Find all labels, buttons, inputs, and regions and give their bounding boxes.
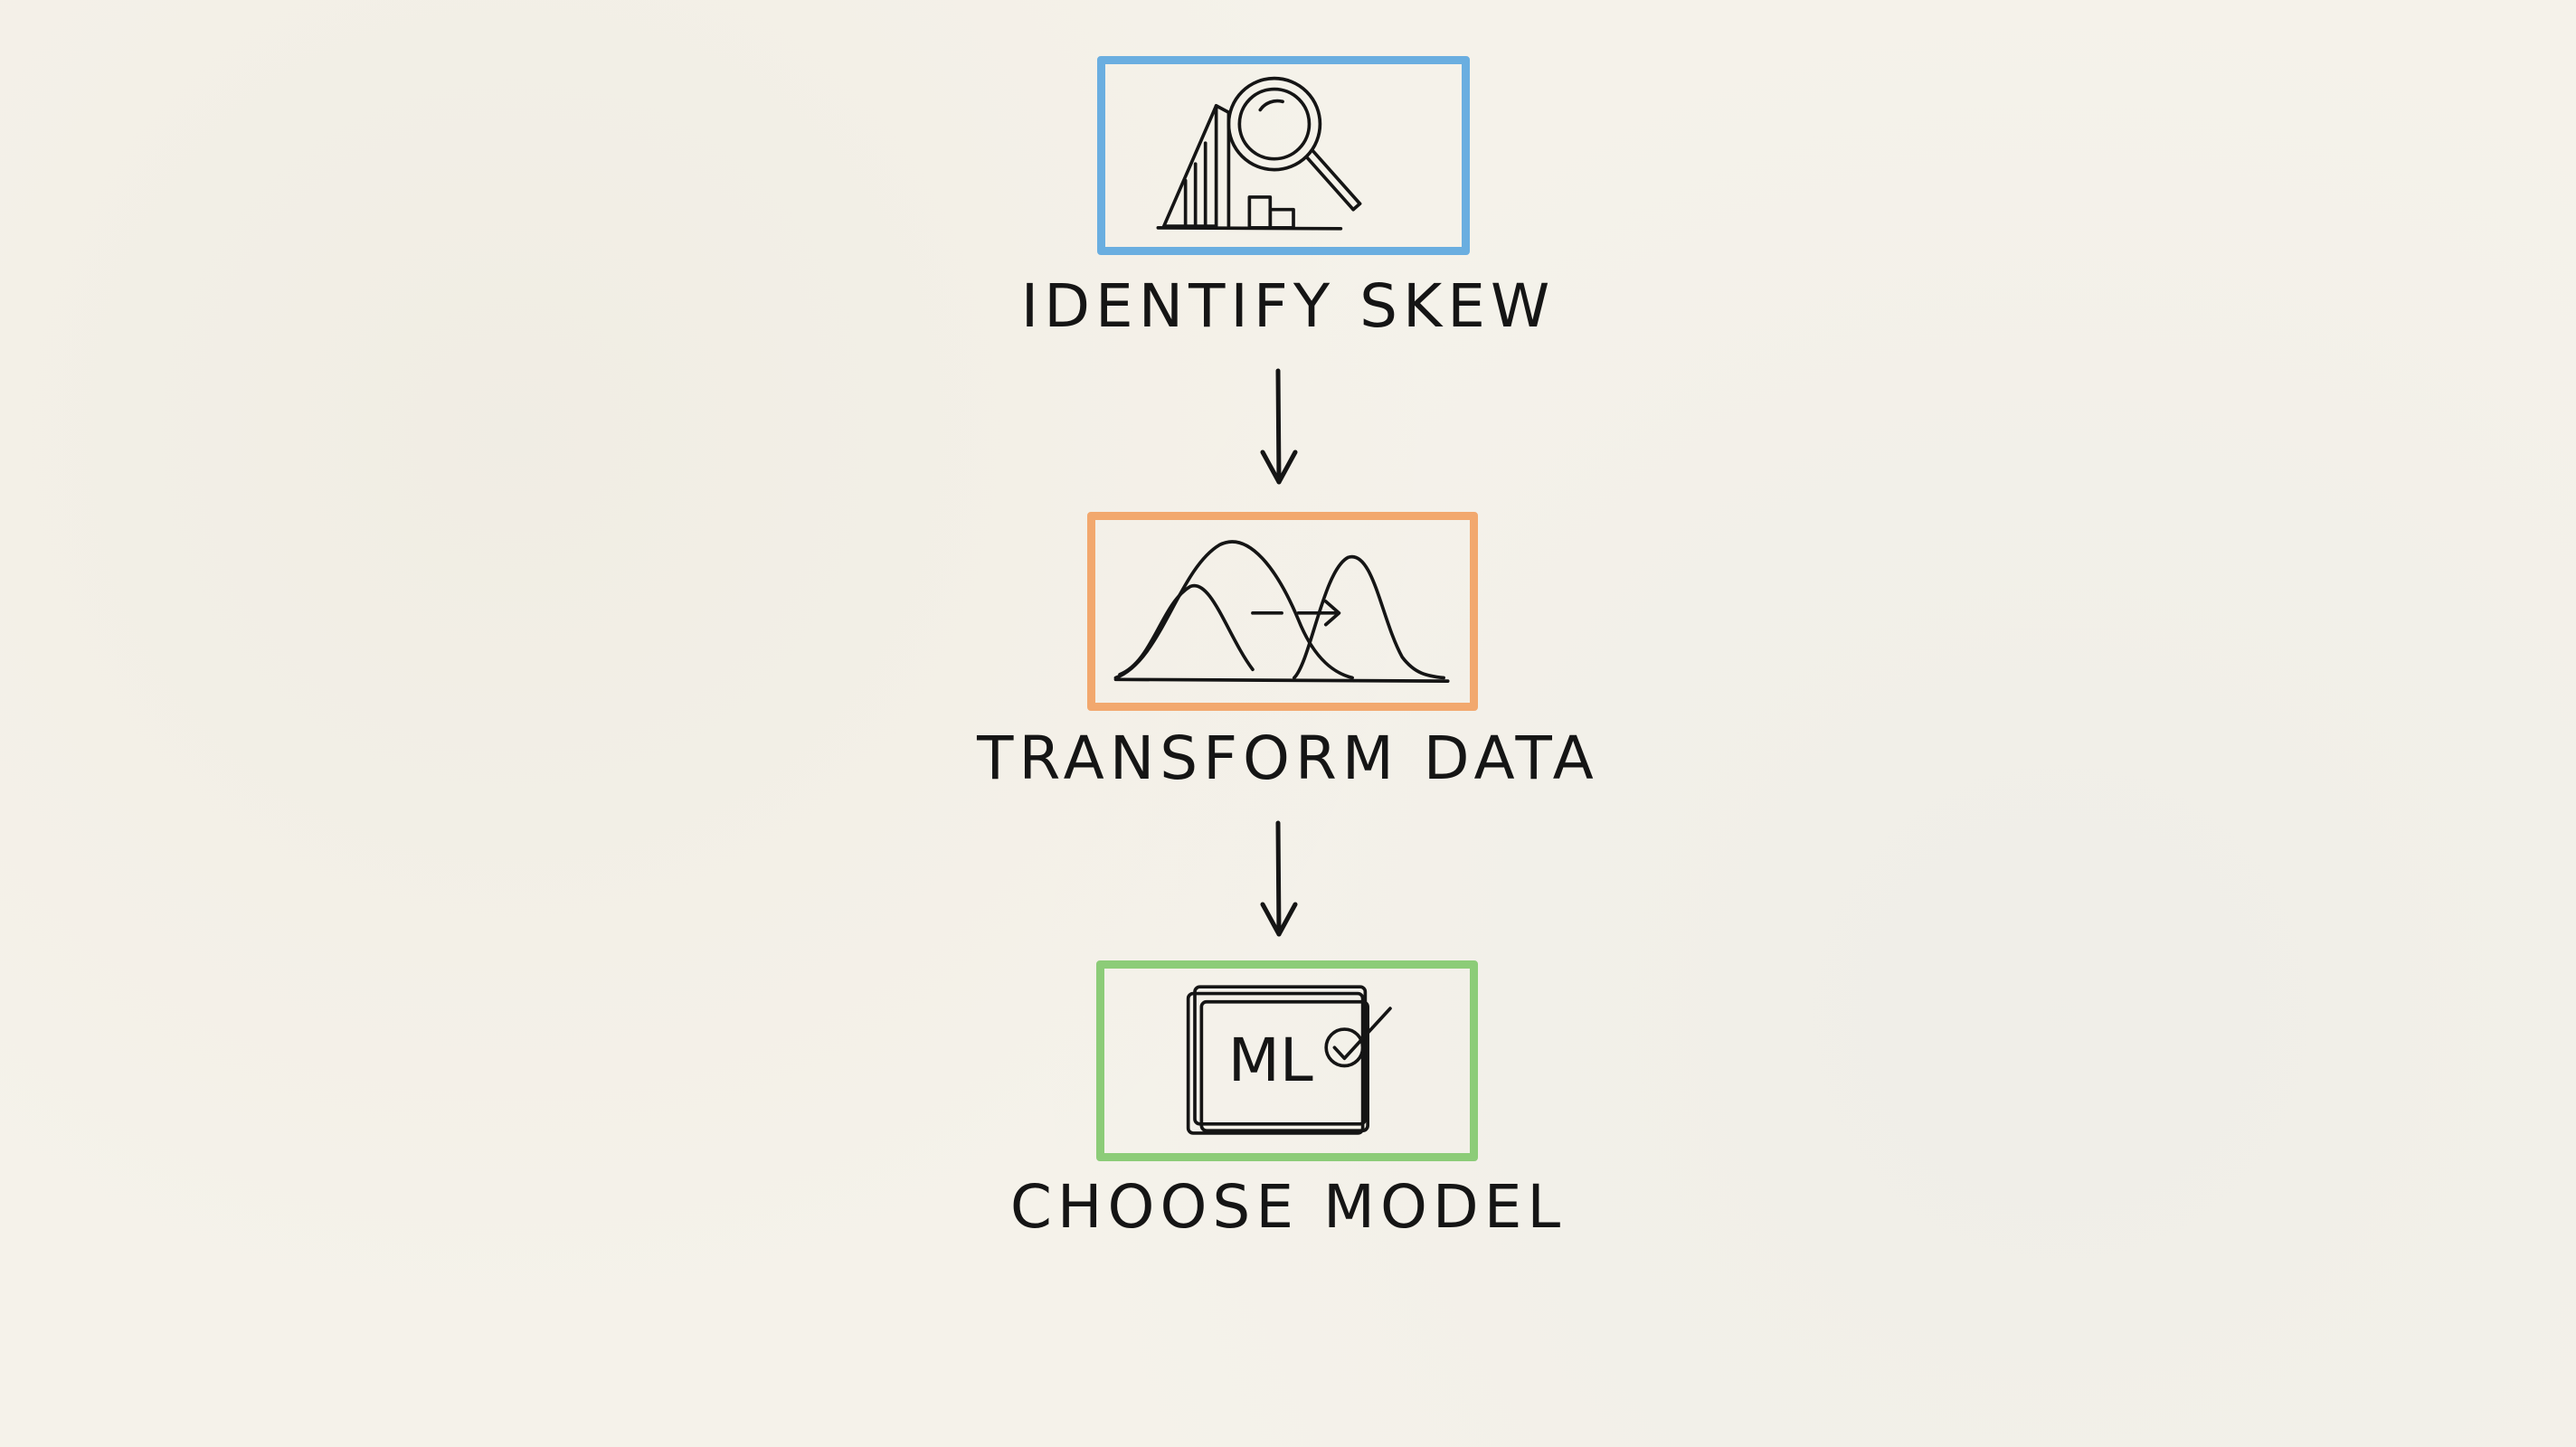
down-arrow-icon: [1260, 368, 1298, 485]
identify-skew-box: [1097, 56, 1470, 255]
choose-model-box: ML: [1096, 960, 1478, 1161]
distribution-curves-shift-icon: [1113, 540, 1450, 683]
choose-model-label: CHOOSE MODEL: [1009, 1172, 1567, 1242]
transform-data-box: [1087, 512, 1478, 711]
ml-stack-check-icon: ML: [1186, 985, 1392, 1135]
magnifier-over-bar-chart-icon: [1156, 76, 1362, 231]
ml-text: ML: [1228, 1026, 1313, 1095]
transform-data-label: TRANSFORM DATA: [977, 724, 1599, 793]
down-arrow-icon: [1260, 820, 1298, 937]
identify-skew-label: IDENTIFY SKEW: [1020, 271, 1556, 341]
